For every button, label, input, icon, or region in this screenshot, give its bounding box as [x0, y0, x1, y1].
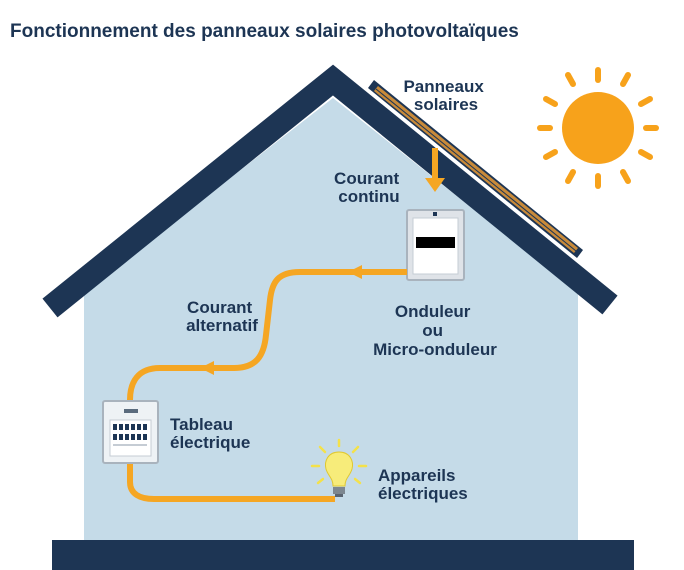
page-title: Fonctionnement des panneaux solaires pho… — [10, 21, 519, 42]
board-to-bulb-wire — [127, 462, 335, 502]
label-solar-panels: Panneaux solaires — [403, 77, 488, 114]
ac-current-wire — [127, 269, 407, 401]
light-bulb-icon — [310, 438, 368, 497]
house-roof — [42, 64, 618, 318]
label-alternating-current: Courant alternatif — [186, 298, 258, 335]
electrical-panel-icon — [102, 400, 159, 464]
label-appliances: Appareils électriques — [378, 466, 468, 503]
sun-icon — [537, 67, 659, 189]
solar-panel-icon — [368, 80, 583, 258]
house-wall — [84, 98, 578, 548]
dc-current-wire — [425, 148, 445, 192]
label-electrical-board: Tableau électrique — [170, 415, 250, 452]
label-inverter: Onduleur ou Micro-onduleur — [373, 302, 497, 359]
ac-arrow-upper — [348, 265, 362, 279]
ac-arrow-lower — [200, 361, 214, 375]
inverter-icon — [406, 209, 465, 281]
label-direct-current: Courant continu — [334, 169, 404, 206]
house-ground — [52, 540, 634, 570]
